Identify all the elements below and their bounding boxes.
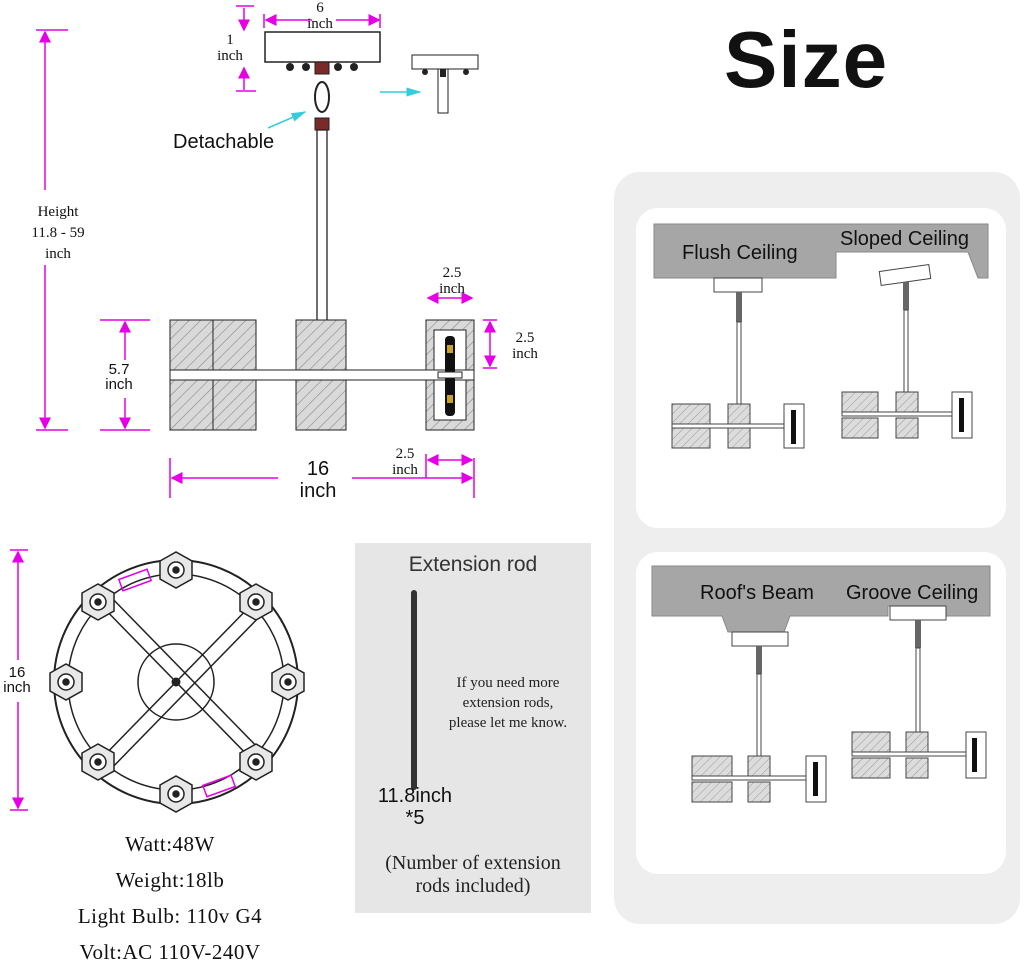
spec-watt: Watt:48W: [125, 832, 215, 856]
extension-count-note: (Number of extension rods included): [385, 852, 561, 897]
extension-length: 11.8inch *5: [377, 785, 453, 829]
detachable-label: Detachable: [173, 131, 275, 153]
end-width-label: 2.5 inch: [392, 446, 418, 478]
page-title: Size: [724, 15, 889, 104]
canopy-width-label: 6 inch: [307, 0, 333, 32]
total-width-label: 16 inch: [299, 458, 337, 502]
flush-ceiling-label: Flush Ceiling: [682, 242, 798, 264]
top-view-sockets: [49, 551, 305, 813]
sloped-ceiling-label: Sloped Ceiling: [840, 228, 969, 250]
spec-volt: Volt:AC 110V-240V: [79, 940, 261, 964]
canopy-height-label: 1 inch: [217, 32, 243, 64]
height-label: Height 11.8 - 59 inch: [31, 204, 85, 262]
block-height-label: 2.5 inch: [512, 330, 538, 362]
side-view-drawing: [169, 31, 479, 431]
total-height-label: 5.7 inch: [105, 361, 133, 393]
spec-weight: Weight:18lb: [115, 868, 225, 892]
roofs-beam-label: Roof's Beam: [700, 582, 814, 604]
extension-note: If you need more extension rods, please …: [448, 675, 568, 731]
pointer-arrow: [267, 111, 307, 129]
diameter-label: 16 inch: [3, 664, 31, 696]
extension-rod: [411, 590, 417, 790]
canopy: [264, 31, 381, 63]
ceiling-shape-bottom: [651, 565, 991, 633]
extension-title: Extension rod: [408, 553, 538, 576]
block-width-label: 2.5 inch: [439, 265, 465, 297]
groove-ceiling-label: Groove Ceiling: [846, 582, 979, 604]
dimension-lines: [10, 5, 497, 811]
spec-bulb: Light Bulb: 110v G4: [77, 904, 263, 928]
extension-rod-panel: [355, 543, 591, 913]
